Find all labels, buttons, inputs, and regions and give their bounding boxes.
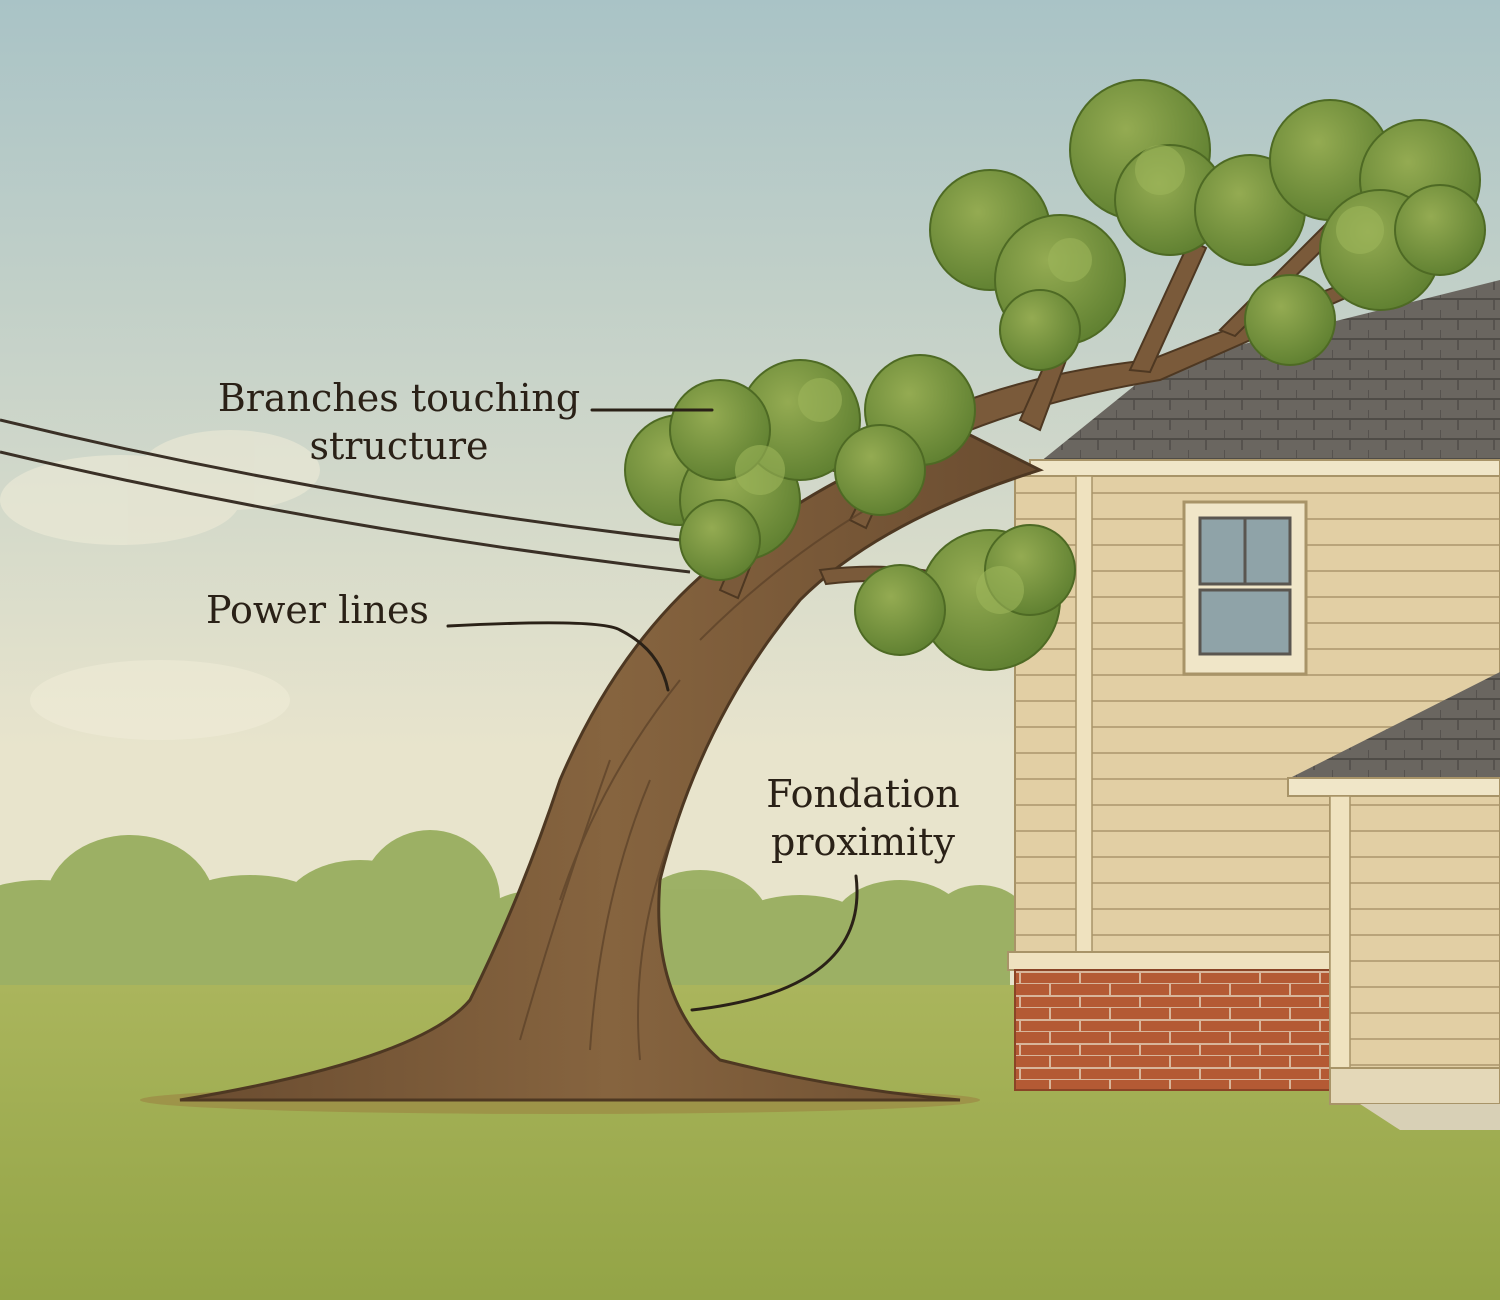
leader-lines [446,408,859,1012]
clouds [0,430,320,740]
callout-power-lines: Power lines [206,586,442,634]
foliage [624,79,1486,671]
leader-power-lines [446,621,670,692]
callout-power-line1: Power lines [206,588,429,632]
house-illustration [1007,280,1500,1130]
power-line-wires [0,418,691,574]
callout-foundation-line1: Fondation [766,772,960,816]
callout-branches-touching-structure: Branches touching structure [212,374,586,470]
callout-foundation-line2: proximity [771,820,955,864]
tree-illustration [179,79,1486,1102]
leader-foundation [690,874,859,1012]
callout-branches-line1: Branches touching [217,376,581,420]
callout-foundation-proximity: Fondation proximity [752,770,974,866]
callout-branches-line2: structure [309,424,489,468]
